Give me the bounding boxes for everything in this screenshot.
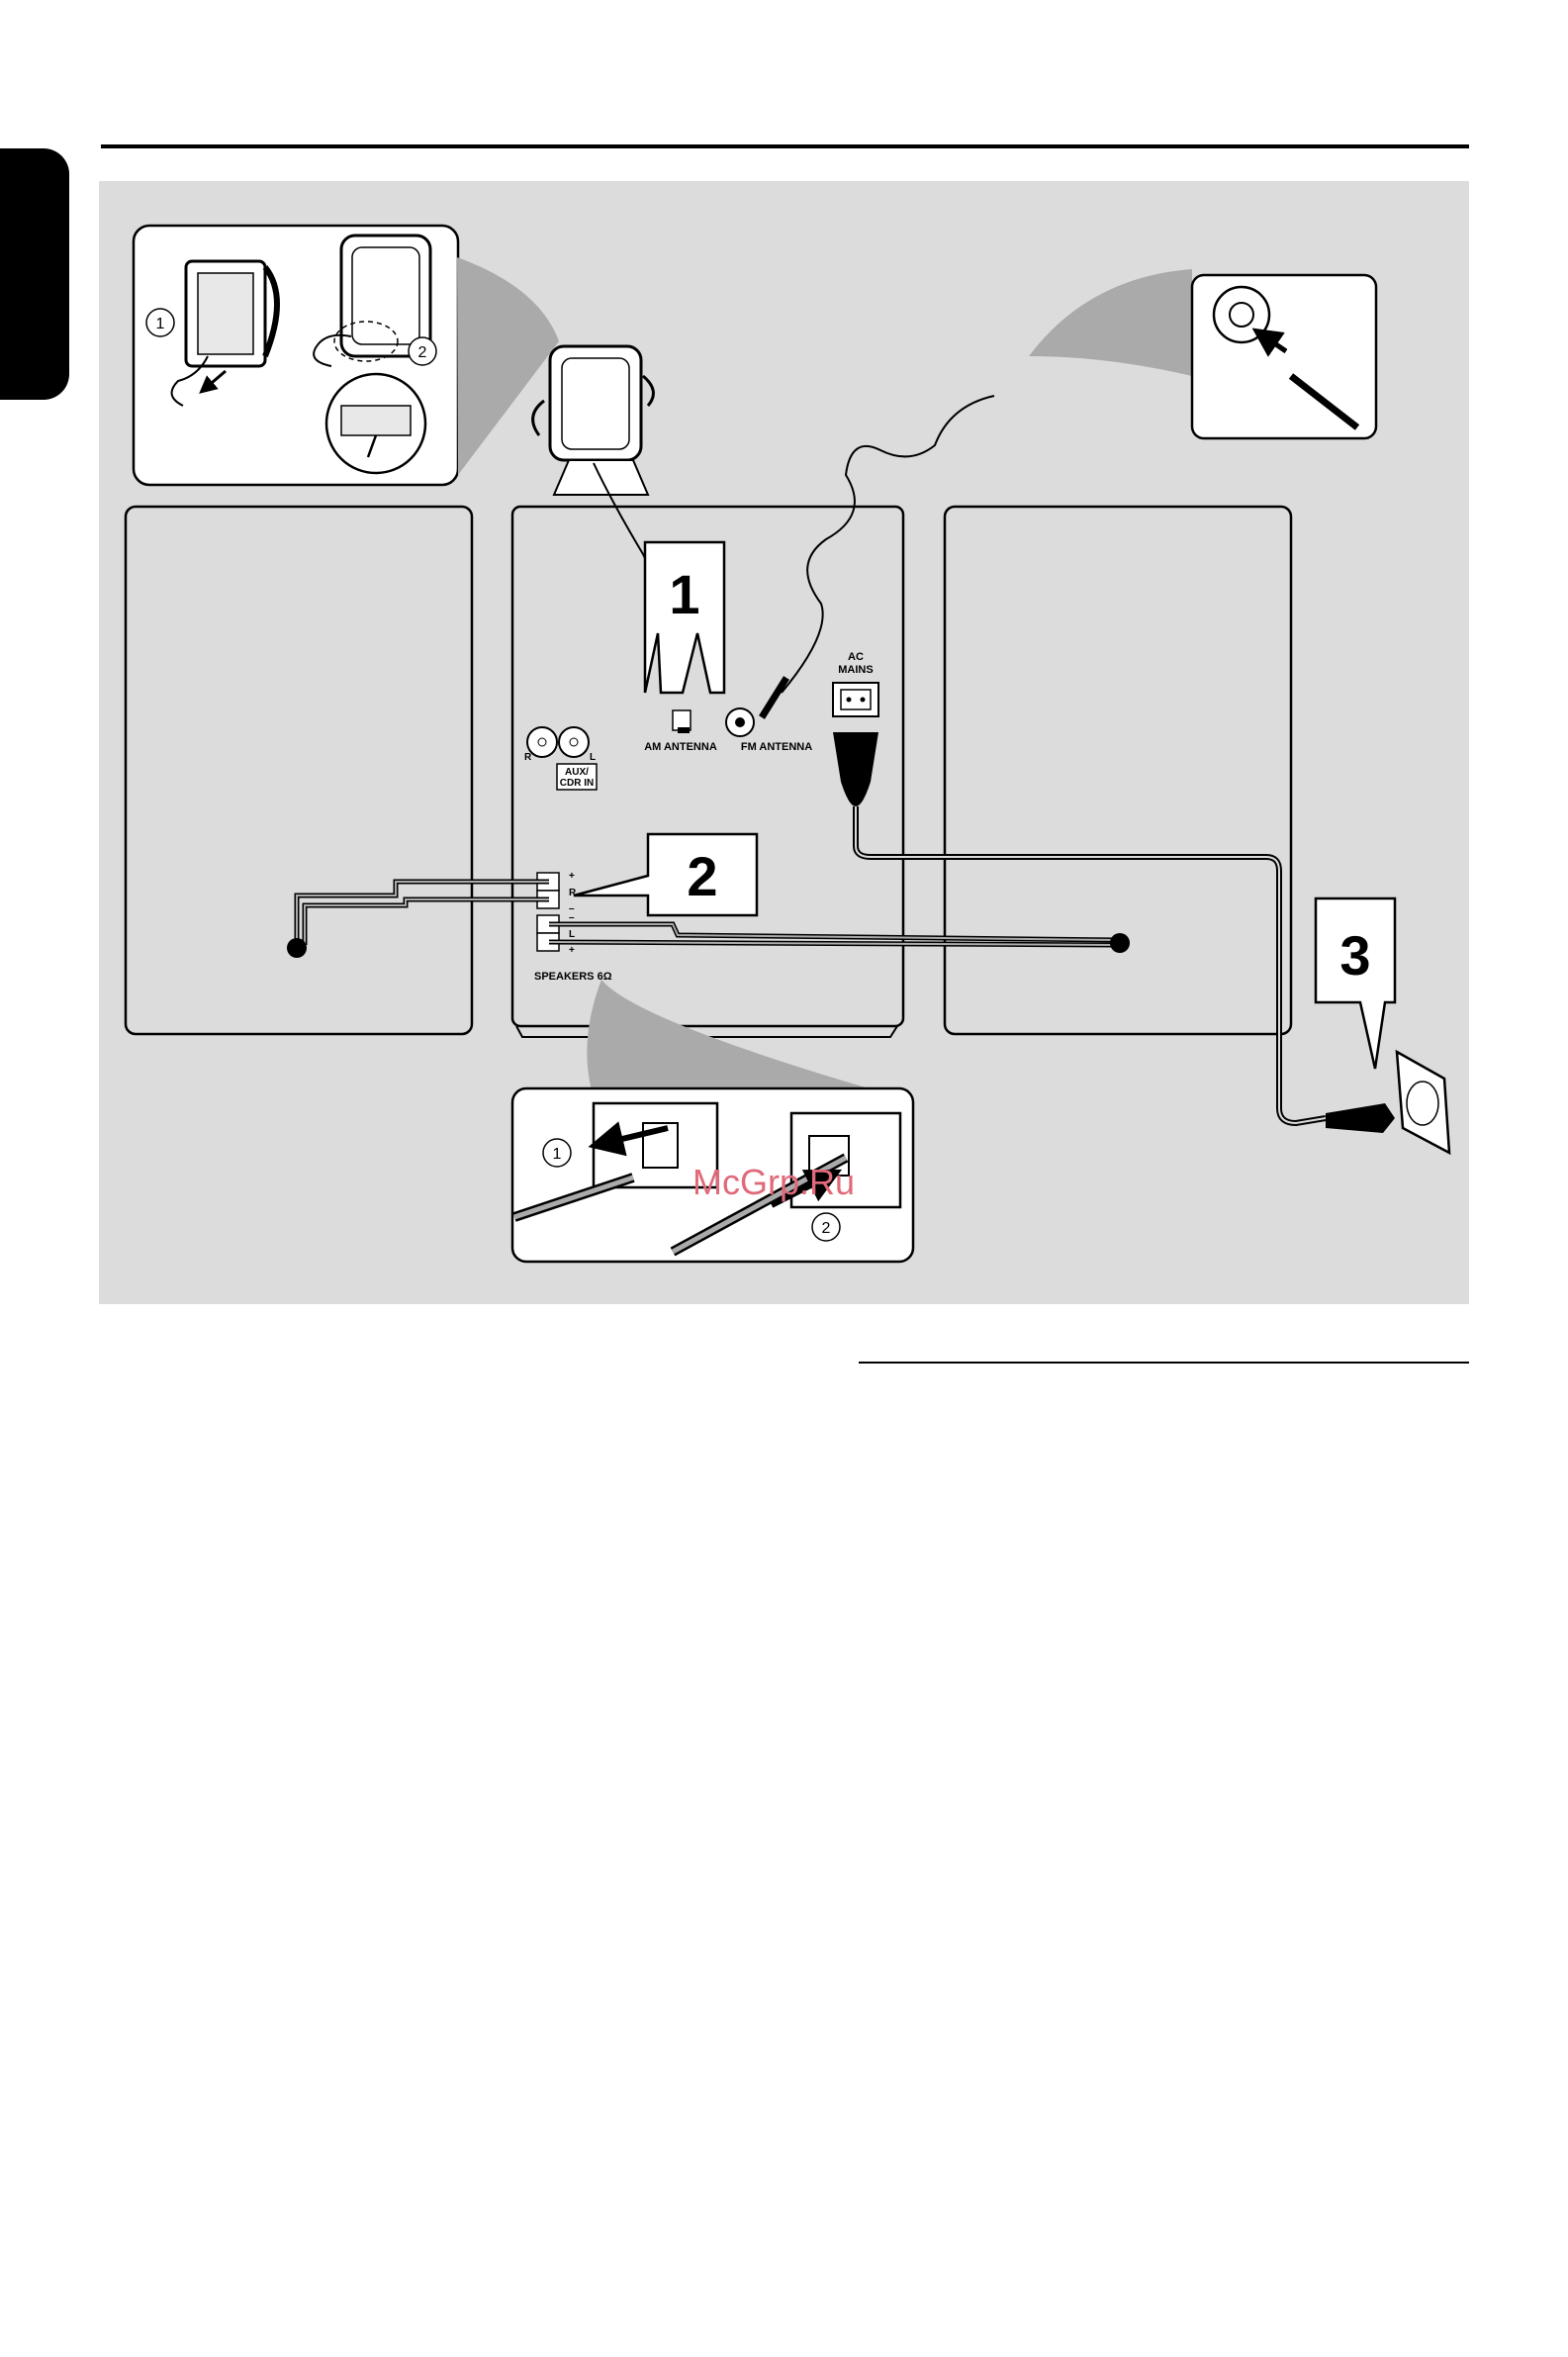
- fm-antenna-label: FM ANTENNA: [741, 741, 812, 753]
- mains-plug: [1326, 1103, 1395, 1133]
- am-antenna-plug: [678, 727, 690, 733]
- am-loop-inset: 1 2: [134, 226, 458, 485]
- connection-diagram: 1 2 1 AM ANTENNA FM A: [0, 0, 1568, 1316]
- section-rule: [859, 1362, 1469, 1364]
- svg-text:L: L: [569, 929, 575, 940]
- svg-text:R: R: [569, 888, 577, 898]
- svg-text:2: 2: [822, 1220, 831, 1237]
- svg-text:3: 3: [1339, 924, 1370, 987]
- aux-label-1: AUX/: [565, 767, 589, 778]
- ac-mains-label-2: MAINS: [838, 664, 873, 676]
- step-marker-2-label: 2: [418, 344, 427, 361]
- am-antenna-label: AM ANTENNA: [644, 741, 717, 753]
- svg-text:+: +: [569, 945, 575, 956]
- aux-left-label: L: [590, 752, 596, 763]
- right-speaker-connection: [1110, 933, 1130, 953]
- svg-text:1: 1: [553, 1146, 562, 1163]
- wall-socket: [1326, 1052, 1449, 1153]
- right-speaker: [945, 507, 1291, 1034]
- svg-text:1: 1: [669, 563, 699, 625]
- svg-text:+: +: [569, 871, 575, 882]
- step-marker-1-label: 1: [156, 316, 165, 332]
- svg-text:2: 2: [687, 845, 717, 907]
- am-loop-antenna: [533, 346, 654, 495]
- callout-3: 3: [1316, 898, 1395, 1069]
- aux-right-label: R: [524, 752, 532, 763]
- svg-text:–: –: [569, 912, 575, 923]
- ac-mains-label-1: AC: [848, 651, 864, 663]
- fm-antenna-inset: [1192, 275, 1376, 438]
- speakers-label: SPEAKERS 6Ω: [534, 971, 612, 983]
- watermark: McGrp.Ru: [692, 1162, 855, 1202]
- left-speaker-connection: [287, 938, 307, 958]
- am-zoom-wedge: [457, 257, 559, 475]
- fm-zoom-wedge: [1029, 269, 1192, 376]
- aux-label-2: CDR IN: [560, 778, 594, 789]
